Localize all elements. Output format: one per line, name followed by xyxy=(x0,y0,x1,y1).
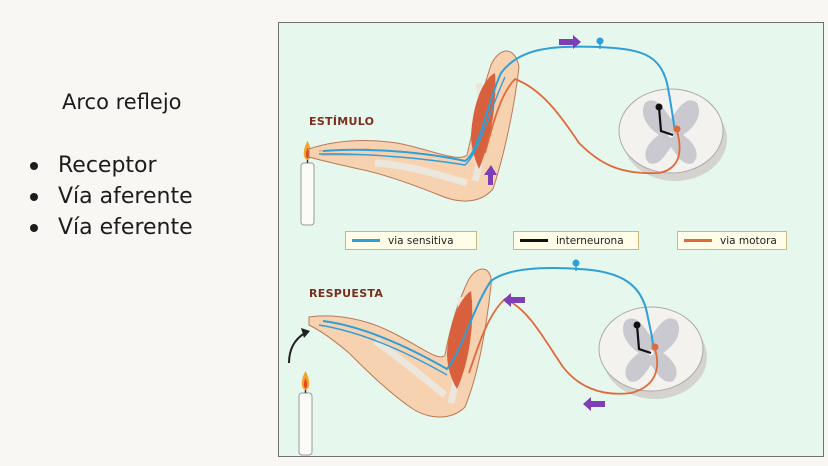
legend-label: via motora xyxy=(720,234,777,247)
motor-path-top xyxy=(484,77,681,175)
slide-title: Arco reflejo xyxy=(62,90,182,114)
bullet-item: Vía eferente xyxy=(30,212,193,243)
legend-swatch-motor xyxy=(684,239,712,242)
bullet-text: Vía eferente xyxy=(58,215,193,240)
arrow-left-icon xyxy=(583,397,605,411)
sensory-path-bottom xyxy=(322,267,654,371)
bullet-text: Receptor xyxy=(58,153,157,178)
bullet-dot-icon xyxy=(30,161,38,170)
bullet-item: Vía aferente xyxy=(30,181,193,212)
bullet-list: Receptor Vía aferente Vía eferente xyxy=(30,150,193,243)
reflex-arc-diagram: ESTÍMULO RESPUESTA via sensitiva interne… xyxy=(278,22,824,457)
sensory-path-top xyxy=(322,45,676,163)
diagram-drawing xyxy=(288,35,727,456)
bullet-dot-icon xyxy=(30,223,38,232)
stimulus-label: ESTÍMULO xyxy=(309,115,375,128)
candle-bottom xyxy=(298,371,313,456)
bullet-dot-icon xyxy=(30,192,38,201)
legend-label: interneurona xyxy=(556,234,624,247)
legend-swatch-interneuron xyxy=(520,239,548,242)
motor-path-bottom xyxy=(468,297,659,395)
legend-label: via sensitiva xyxy=(388,234,454,247)
arrow-up-icon xyxy=(484,165,497,185)
hand-move-arrow-icon xyxy=(288,332,306,364)
response-label: RESPUESTA xyxy=(309,287,384,300)
arrow-right-icon xyxy=(559,35,581,49)
legend-interneuron: interneurona xyxy=(513,231,639,250)
interneuron-top xyxy=(657,106,674,137)
spinal-cord-bottom xyxy=(598,306,707,399)
bullet-text: Vía aferente xyxy=(58,184,193,209)
legend-motor: via motora xyxy=(677,231,787,250)
spinal-cord-top xyxy=(618,88,727,181)
arrow-left-icon xyxy=(503,293,525,307)
legend-swatch-sensory xyxy=(352,239,380,242)
bullet-item: Receptor xyxy=(30,150,193,181)
interneuron-bottom xyxy=(635,324,652,355)
legend-sensory: via sensitiva xyxy=(345,231,477,250)
arm-bottom xyxy=(308,268,492,418)
